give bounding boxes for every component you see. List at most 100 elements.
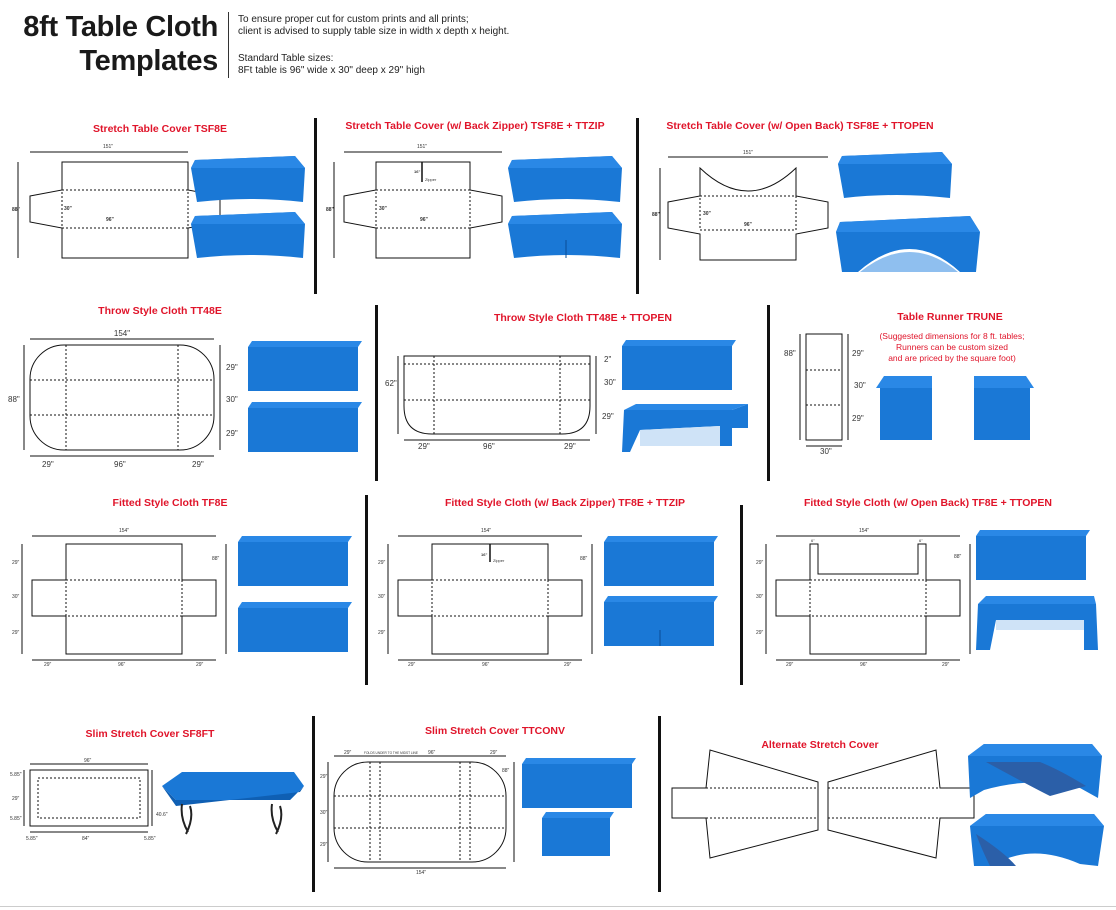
tf8e-l-bot: 29" — [12, 630, 20, 636]
ttzip-depth-dim: 30" — [379, 206, 388, 212]
ttopen-throw-height: 62" — [385, 379, 397, 388]
ttopen-width-dim: 151" — [743, 150, 753, 156]
section-title-tf8e: Fitted Style Cloth TF8E — [112, 497, 228, 509]
tf8e-ttopen-l-bot: 29" — [756, 630, 764, 636]
page-title-line1: 8ft Table Cloth — [23, 11, 218, 43]
ttzip-length-dim: 96" — [420, 217, 429, 223]
tf8e-ttopen-b-left: 29" — [786, 662, 794, 668]
tf8e-ttzip-l-mid: 30" — [378, 594, 386, 600]
tsf8e-length-dim: 96" — [106, 217, 115, 223]
ttzip-cloth-front — [508, 156, 622, 202]
section-title-ttconv: Slim Stretch Cover TTCONV — [424, 725, 566, 737]
sf8ft-b-right: 5.85" — [144, 836, 156, 842]
tf8e-cloth-back — [238, 602, 352, 652]
tf8e-ttopen-cloth-front — [976, 530, 1090, 580]
sf8ft-l-top: 5.85" — [10, 772, 22, 778]
tf8e-ttzip-pattern — [387, 535, 593, 661]
section-title-tt48e: Throw Style Cloth TT48E — [98, 305, 222, 317]
tf8e-ttopen-l-top: 29" — [756, 560, 764, 566]
ttopen-height-dim: 88" — [652, 212, 661, 218]
sf8ft-cloth — [162, 772, 304, 835]
tt48e-drop-top: 29" — [226, 363, 238, 372]
trune-width-dim: 30" — [820, 447, 832, 456]
tsf8e-width-dim: 151" — [103, 144, 113, 150]
tf8e-ttzip-cloth-back — [604, 596, 718, 646]
ttzip-height-dim: 88" — [326, 207, 335, 213]
ttopen-throw-b-left: 29" — [418, 442, 430, 451]
tf8e-ttzip-b-mid: 96" — [482, 662, 490, 668]
trune-pattern — [799, 333, 849, 447]
tf8e-ttzip-b-left: 29" — [408, 662, 416, 668]
tsf8e-height-dim: 88" — [12, 207, 21, 213]
trune-r-mid: 30" — [854, 381, 866, 390]
section-title-tsf8e-ttzip: Stretch Table Cover (w/ Back Zipper) TSF… — [345, 120, 605, 132]
section-title-trune: Table Runner TRUNE — [897, 311, 1003, 323]
tsf8e-cloth-back — [191, 212, 305, 258]
tf8e-ttzip-l-top: 29" — [378, 560, 386, 566]
ttzip-cloth-back — [508, 212, 622, 258]
tt48e-drop-bottom: 29" — [226, 429, 238, 438]
ttconv-cloth-short — [542, 812, 614, 856]
tf8e-ttzip-b-right: 29" — [564, 662, 572, 668]
divider — [658, 716, 661, 892]
tf8e-b-right: 29" — [196, 662, 204, 668]
divider — [312, 716, 315, 892]
sf8ft-b-left: 5.85" — [26, 836, 38, 842]
ttopen-depth-dim: 30" — [703, 211, 712, 217]
ttopen-throw-r-mid: 30" — [604, 378, 616, 387]
tf8e-ttopen-b-mid: 96" — [860, 662, 868, 668]
tf8e-ttopen-b-right: 29" — [942, 662, 950, 668]
tsf8e-ttzip-pattern — [333, 151, 503, 259]
ttconv-t-mid: 96" — [428, 750, 436, 756]
ttzip-zip-label: Zipper — [425, 177, 437, 182]
tf8e-b-mid: 96" — [118, 662, 126, 668]
trune-cloth — [876, 376, 1034, 440]
std-size-value: 8Ft table is 96" wide x 30" deep x 29" h… — [238, 65, 425, 76]
divider — [314, 118, 317, 294]
runner-note-2: Runners can be custom sized — [896, 342, 1008, 352]
tsf8e-pattern — [17, 151, 221, 259]
section-title-alternate: Alternate Stretch Cover — [761, 739, 879, 751]
alternate-cloth-back — [970, 814, 1104, 866]
ttconv-l-mid: 30" — [320, 810, 328, 816]
divider — [375, 305, 378, 481]
ttconv-r-dim: 88" — [502, 768, 510, 774]
ttconv-l-top: 29" — [320, 774, 328, 780]
ttopen-throw-r-bot: 29" — [602, 412, 614, 421]
trune-r-bot: 29" — [852, 414, 864, 423]
tf8e-cloth-front — [238, 536, 352, 586]
divider — [767, 305, 770, 481]
ttopen-throw-cloth-back — [622, 404, 748, 452]
ttzip-zip-dim: 16" — [414, 169, 420, 174]
note-line-1: To ensure proper cut for custom prints a… — [238, 14, 469, 25]
alternate-cloth-front — [968, 744, 1102, 798]
ttopen-length-dim: 96" — [744, 222, 753, 228]
page-title-line2: Templates — [79, 45, 218, 77]
ttconv-cloth-long — [522, 758, 636, 808]
ttopen-throw-cloth-front — [622, 340, 736, 390]
tt48e-bottom-left: 29" — [42, 460, 54, 469]
sf8ft-width-dim: 96" — [84, 758, 92, 764]
tsf8e-cloth-front — [191, 156, 305, 202]
tf8e-l-mid: 30" — [12, 594, 20, 600]
tf8e-ttopen-cloth-back — [976, 596, 1098, 650]
ttopen-cloth-front — [838, 152, 952, 198]
tf8e-pattern — [21, 535, 227, 661]
ttopen-cloth-back — [836, 216, 980, 272]
tf8e-ttopen-height-dim: 88" — [954, 554, 962, 560]
tf8e-ttopen-open-left: 6" — [811, 538, 815, 543]
ttconv-l-bot: 29" — [320, 842, 328, 848]
trune-r-top: 29" — [852, 349, 864, 358]
tf8e-ttopen-open-right: 6" — [919, 538, 923, 543]
sf8ft-b-mid: 84" — [82, 836, 90, 842]
ttopen-throw-b-mid: 96" — [483, 442, 495, 451]
ttconv-pattern — [327, 755, 515, 869]
header-divider — [228, 12, 229, 78]
ttzip-width-dim: 151" — [417, 144, 427, 150]
tf8e-height-dim: 88" — [212, 556, 220, 562]
divider — [740, 505, 743, 685]
note-line-2: client is advised to supply table size i… — [238, 26, 510, 37]
ttopen-throw-b-right: 29" — [564, 442, 576, 451]
section-title-tsf8e: Stretch Table Cover TSF8E — [92, 123, 228, 135]
tf8e-ttzip-height-dim: 88" — [580, 556, 588, 562]
